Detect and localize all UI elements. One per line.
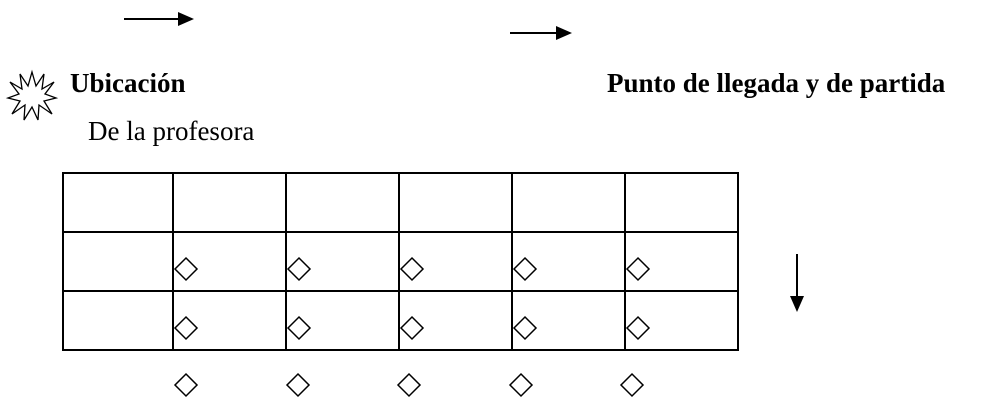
diamond-icon xyxy=(286,256,312,282)
grid-cell xyxy=(172,290,287,351)
diamond-icon xyxy=(508,372,534,398)
grid-cell xyxy=(62,231,174,292)
grid-row xyxy=(62,290,739,351)
grid-cell xyxy=(511,231,626,292)
grid-cell xyxy=(285,172,400,233)
arrow-right-icon-right xyxy=(510,26,572,40)
diamond-icon xyxy=(625,315,651,341)
grid-cell xyxy=(172,231,287,292)
diamond-icon xyxy=(173,315,199,341)
grid-cell xyxy=(624,231,739,292)
diamond-icon xyxy=(173,372,199,398)
diamond-icon xyxy=(396,372,422,398)
diamond-icon xyxy=(286,315,312,341)
grid-cell xyxy=(624,290,739,351)
location-subtitle: De la profesora xyxy=(88,116,255,146)
grid-cell xyxy=(398,231,513,292)
diamond-icon xyxy=(285,372,311,398)
grid-row xyxy=(62,231,739,292)
diamond-icon xyxy=(399,256,425,282)
diamond-icon xyxy=(625,256,651,282)
diamond-icon xyxy=(619,372,645,398)
grid-cell xyxy=(398,290,513,351)
grid-cell xyxy=(511,172,626,233)
arrow-down-icon xyxy=(790,254,804,312)
grid-cell xyxy=(285,231,400,292)
grid-cell xyxy=(398,172,513,233)
diamond-icon xyxy=(512,315,538,341)
grid-cell xyxy=(62,290,174,351)
grid-cell xyxy=(62,172,174,233)
grid-cell xyxy=(624,172,739,233)
arrival-departure-title: Punto de llegada y de partida xyxy=(607,68,946,98)
starburst-icon xyxy=(5,69,59,121)
diamond-icon xyxy=(173,256,199,282)
grid-row xyxy=(62,172,739,233)
classroom-grid xyxy=(62,172,739,351)
grid-cell xyxy=(172,172,287,233)
diamond-icon xyxy=(512,256,538,282)
location-title: Ubicación xyxy=(70,68,186,98)
grid-cell xyxy=(511,290,626,351)
grid-cell xyxy=(285,290,400,351)
diamond-icon xyxy=(399,315,425,341)
arrow-right-icon-left xyxy=(124,12,194,26)
